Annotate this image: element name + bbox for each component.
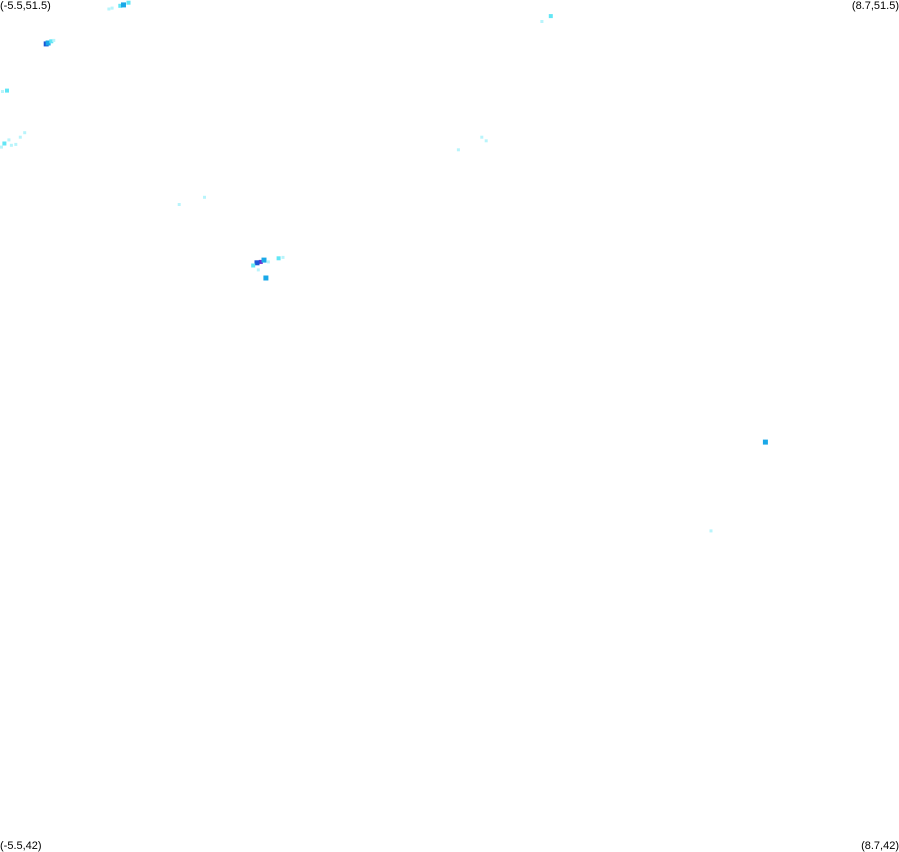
- precipitation-cell: [177, 203, 181, 206]
- precipitation-cell: [276, 256, 281, 261]
- precipitation-cell: [2, 141, 7, 146]
- precipitation-cell: [110, 6, 114, 10]
- precipitation-cell: [23, 131, 27, 135]
- precipitation-cell: [762, 439, 768, 445]
- precipitation-cell: [540, 20, 544, 23]
- precipitation-cell: [709, 529, 713, 533]
- precipitation-cells: [0, 0, 768, 533]
- precipitation-cell: [52, 38, 56, 42]
- corner-coordinate-bottom-right: (8.7,42): [861, 840, 899, 852]
- precipitation-cell: [261, 257, 267, 263]
- precipitation-cell: [548, 14, 553, 19]
- precipitation-cell: [256, 268, 260, 272]
- corner-coordinate-bottom-left: (-5.5,42): [0, 840, 42, 852]
- precipitation-cell: [480, 135, 484, 139]
- precipitation-cell: [9, 143, 13, 147]
- precipitation-cell: [203, 195, 206, 199]
- precipitation-cell: [254, 260, 260, 266]
- precipitation-cell: [45, 40, 51, 46]
- precipitation-cell: [251, 263, 256, 268]
- precipitation-cell: [263, 275, 269, 281]
- precipitation-cell: [1, 90, 4, 93]
- precipitation-cell: [18, 135, 22, 139]
- precipitation-cell: [7, 138, 11, 142]
- precipitation-cell: [49, 39, 54, 44]
- precipitation-cell: [281, 255, 285, 259]
- precipitation-cell: [266, 260, 270, 264]
- precipitation-cell: [126, 0, 131, 5]
- precipitation-cell: [456, 148, 460, 152]
- precipitation-cell: [0, 145, 3, 149]
- precipitation-cell: [258, 259, 263, 264]
- precipitation-cell: [107, 7, 111, 11]
- precipitation-cell: [118, 3, 123, 8]
- corner-coordinate-top-right: (8.7,51.5): [851, 0, 899, 12]
- precipitation-cell: [5, 88, 9, 93]
- corner-coordinate-top-left: (-5.5,51.5): [0, 0, 51, 12]
- precipitation-cell: [484, 139, 488, 143]
- precipitation-cell: [14, 142, 18, 146]
- precipitation-cell: [121, 2, 126, 8]
